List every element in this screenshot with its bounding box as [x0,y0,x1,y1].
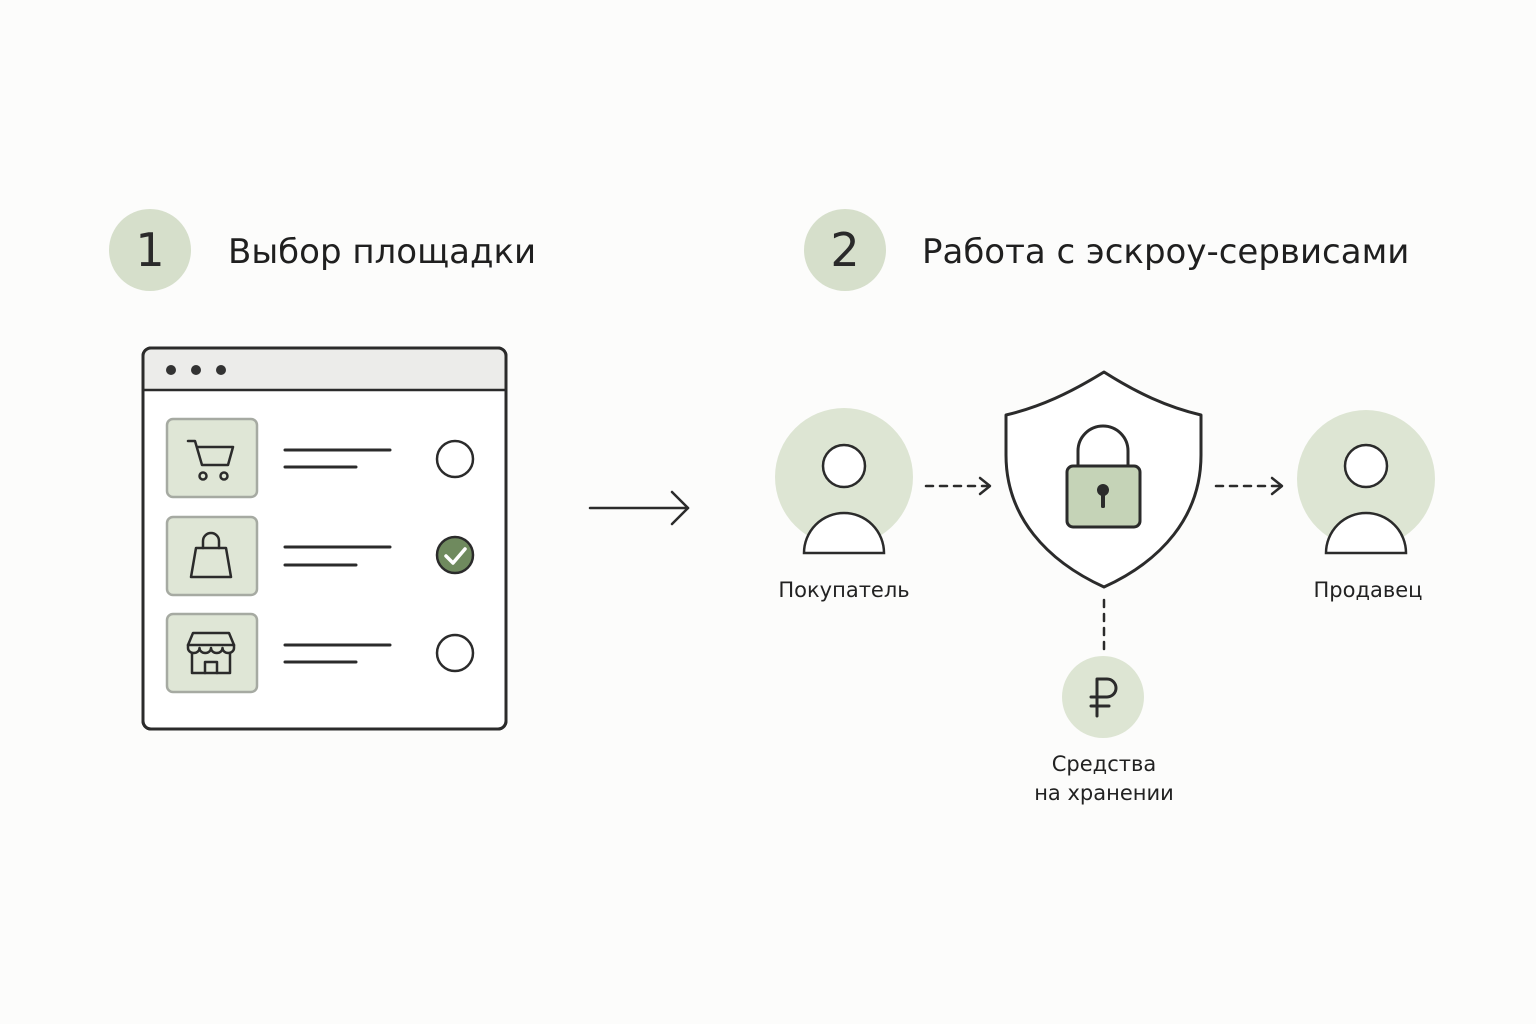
radio-unselected[interactable] [435,439,475,479]
platform-icon-tile [165,417,259,499]
shopping-bag-icon [189,531,233,579]
radio-selected[interactable] [435,535,475,575]
step-1-number: 1 [135,223,165,277]
funds-badge [1062,656,1144,738]
person-icon [802,443,886,555]
window-dot-1 [166,365,176,375]
browser-titlebar [143,348,506,390]
platform-icon-tile [165,515,259,597]
step-2-badge: 2 [804,209,886,291]
padlock-icon [1065,424,1142,529]
step-1-badge: 1 [109,209,191,291]
step-1-title: Выбор площадки [228,232,537,272]
funds-label-line-1: Средства [1051,752,1157,776]
platform-row-bag[interactable] [165,515,475,597]
window-dot-2 [191,365,201,375]
storefront-icon [186,631,236,675]
person-icon [1324,443,1408,555]
seller-label: Продавец [1313,578,1423,602]
buyer-avatar [775,408,913,555]
funds-label-line-2: на хранении [1034,781,1174,806]
shopping-cart-icon [186,439,235,481]
step-2-number: 2 [830,223,860,277]
dashed-arrow-icon [924,476,992,496]
step-2-title: Работа с эскроу-сервисами [922,232,1410,272]
ruble-icon [1089,677,1118,718]
platform-row-store[interactable] [165,612,475,694]
funds-label: Средства на хранении [1014,750,1194,809]
dashed-arrow-icon [1214,476,1284,496]
radio-unselected[interactable] [435,633,475,673]
arrow-right-icon [588,490,690,526]
seller-avatar [1297,410,1435,555]
buyer-label: Покупатель [778,578,910,602]
window-dot-3 [216,365,226,375]
platform-icon-tile [165,612,259,694]
platform-row-cart[interactable] [165,417,475,499]
checkmark-icon [444,547,467,565]
